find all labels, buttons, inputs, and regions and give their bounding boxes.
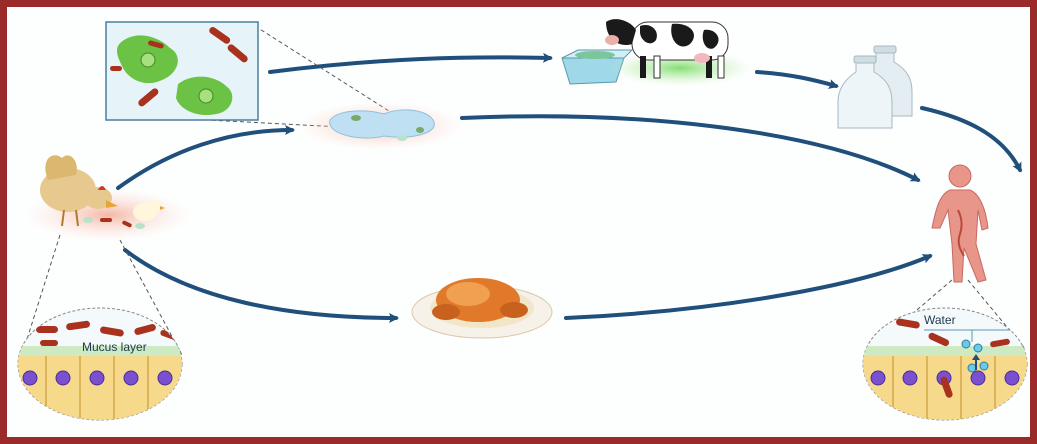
amoeba-icon [106, 22, 258, 120]
arrow-chicken-to-water [118, 130, 292, 188]
gut-epithelium-icon: Water [863, 308, 1027, 420]
mucus-layer-label: Mucus layer [82, 340, 147, 354]
transmission-cycle-diagram: Mucus layer [7, 7, 1030, 437]
arrow-amoeba-to-cow [270, 57, 550, 72]
human-icon [932, 165, 988, 282]
arrow-milk-to-human [922, 108, 1020, 170]
chicken-icon [26, 155, 190, 241]
arrow-cow-to-milk [757, 72, 836, 86]
roast-chicken-icon [412, 278, 552, 338]
arrow-chicken-to-meat [125, 250, 396, 318]
gut-epithelium-icon: Mucus layer [18, 308, 182, 420]
water-puddle-icon [298, 102, 462, 150]
water-label: Water [924, 313, 956, 327]
milk-bottles-icon [838, 46, 912, 128]
arrow-meat-to-human [566, 256, 930, 318]
